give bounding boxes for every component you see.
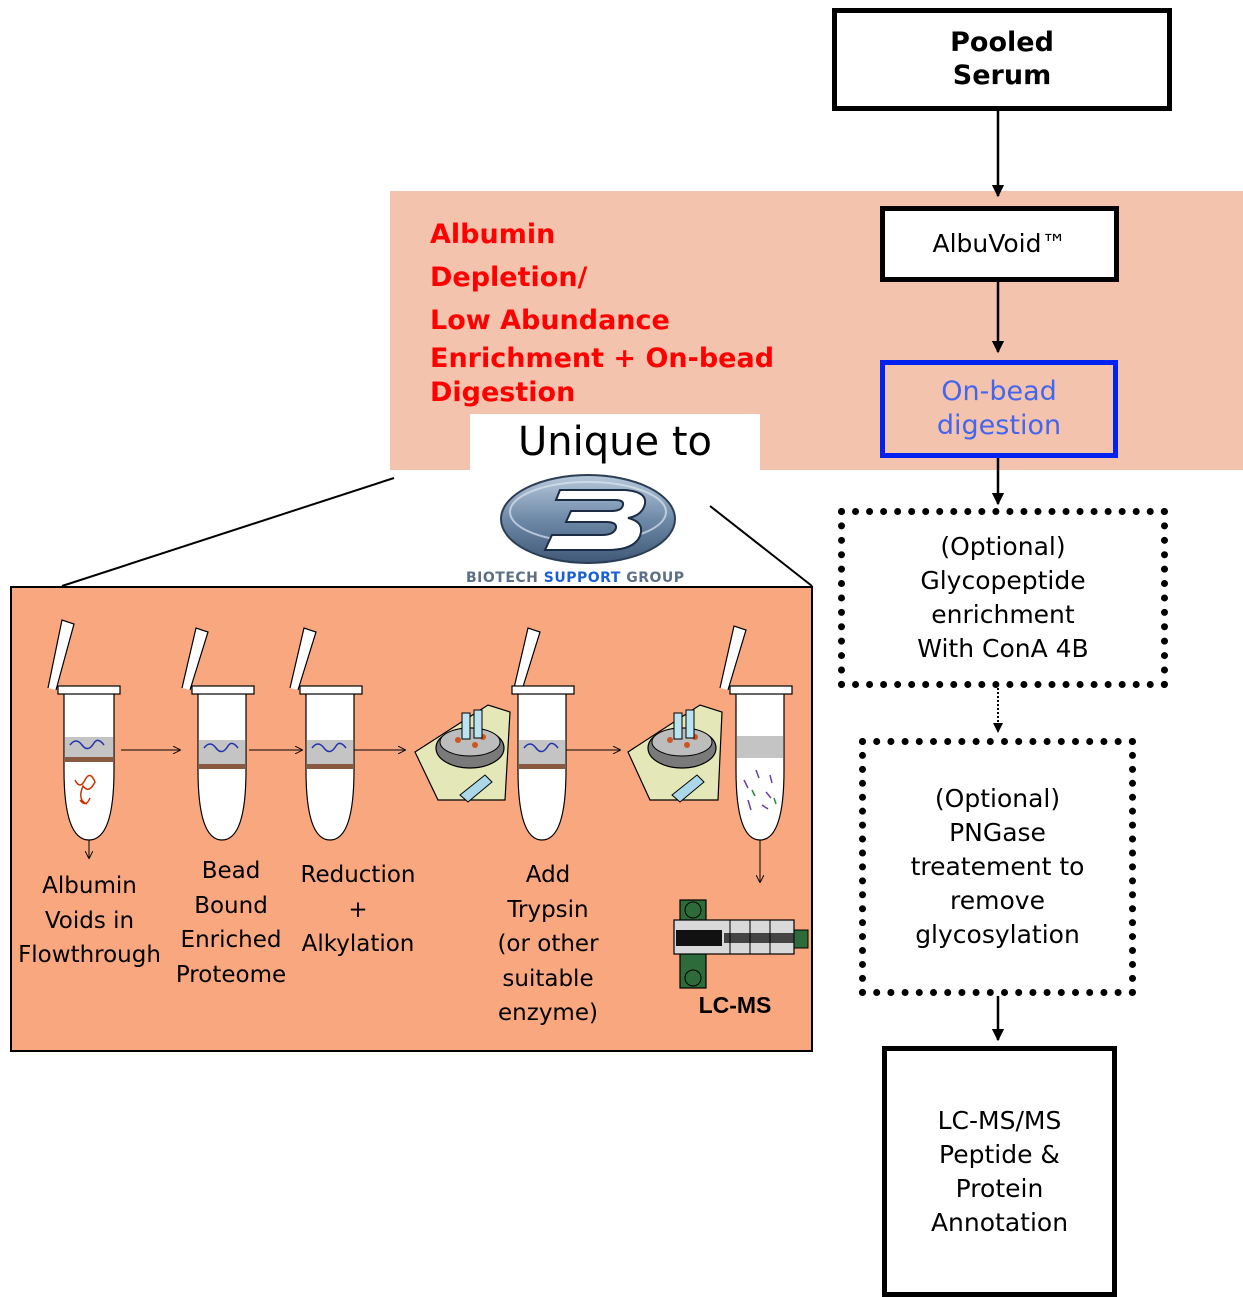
band-title-line-2: Depletion/ — [430, 262, 588, 293]
tube-reduction-icon — [289, 627, 363, 841]
band-title-line-4: Enrichment + On-bead — [430, 343, 775, 374]
lc-ms-instrument-icon — [673, 899, 809, 989]
step-add-trypsin-label: Add Trypsin (or other suitable enzyme) — [497, 862, 599, 1026]
logo-text-part-3: GROUP — [620, 570, 685, 586]
biotech-logo-icon — [500, 474, 676, 564]
workflow-panel — [10, 586, 813, 1052]
step-bead-bound-label: Bead Bound Enriched Proteome — [175, 858, 287, 988]
incubator-2-icon — [627, 704, 723, 803]
logo-text-part-1: BIOTECH — [466, 570, 544, 586]
incubator-icon — [414, 704, 511, 803]
logo-company-text: BIOTECH SUPPORT GROUP — [466, 570, 716, 586]
band-title-line-5: Digestion — [430, 377, 576, 408]
band-title-line-1: Albumin — [430, 219, 556, 250]
pngase-box: (Optional) PNGase treatement to remove g… — [859, 738, 1136, 996]
callout-line-left — [61, 477, 395, 587]
albuvoid-box: AlbuVoid™ — [880, 206, 1119, 282]
tube-peptides-icon — [719, 625, 793, 841]
step-reduction-label: Reduction + Alkylation — [300, 862, 416, 957]
tube-digestion-icon — [511, 627, 575, 841]
lc-ms-label: LC-MS — [698, 992, 772, 1018]
lcmsms-annotation-box: LC-MS/MS Peptide & Protein Annotation — [882, 1046, 1117, 1297]
glycopeptide-enrichment-box: (Optional) Glycopeptide enrichment With … — [838, 508, 1168, 688]
tube-bead-bound-icon — [181, 627, 255, 841]
pooled-serum-box: Pooled Serum — [832, 8, 1172, 111]
tube-albumin-voids-icon — [47, 619, 121, 841]
callout-line-right — [709, 505, 813, 587]
band-title: Albumin Depletion/ Low Abundance Enrichm… — [430, 213, 830, 410]
step-albumin-voids-label: Albumin Voids in Flowthrough — [18, 873, 161, 968]
band-title-line-3: Low Abundance — [430, 305, 670, 336]
unique-to-label: Unique to — [470, 414, 760, 472]
logo-text-part-2: SUPPORT — [543, 570, 621, 586]
on-bead-digestion-box: On-bead digestion — [880, 360, 1118, 458]
